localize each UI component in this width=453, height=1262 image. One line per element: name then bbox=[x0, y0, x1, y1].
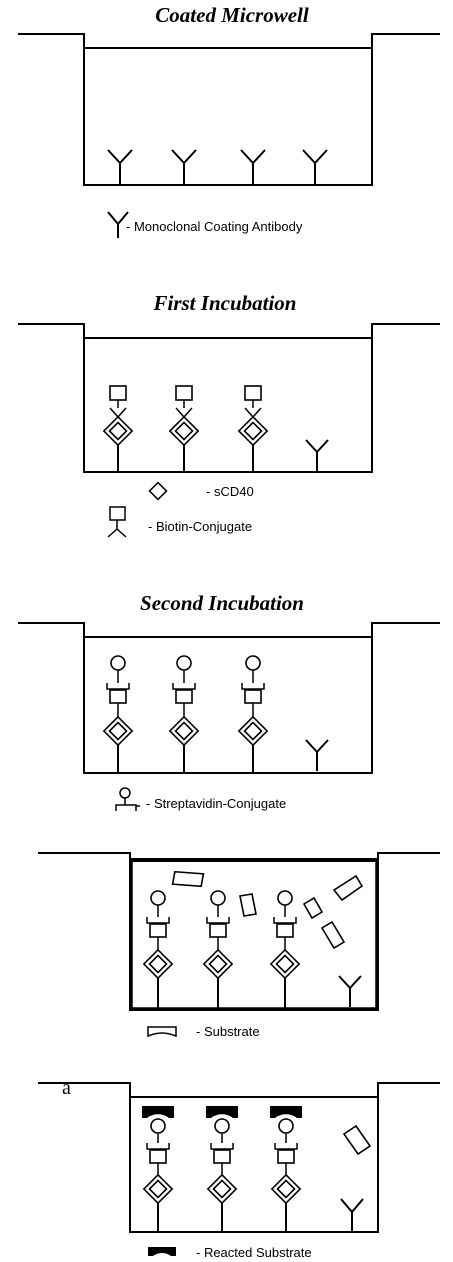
reacted-substrate-icon bbox=[270, 1106, 302, 1118]
biotin-icon bbox=[213, 1149, 231, 1164]
biotin-scd40-complex bbox=[237, 385, 269, 472]
biotin-icon bbox=[277, 1149, 295, 1164]
reacted-complex bbox=[206, 1106, 238, 1231]
streptavidin-complex bbox=[237, 655, 269, 772]
streptavidin-complex bbox=[168, 655, 200, 772]
antibody-icon bbox=[338, 975, 362, 1007]
streptavidin-icon bbox=[119, 787, 131, 799]
substrate-icon bbox=[239, 893, 257, 917]
legend-label: - Biotin-Conjugate bbox=[148, 519, 252, 534]
panel-title: First Incubation bbox=[153, 291, 297, 315]
streptavidin-icon bbox=[150, 1118, 166, 1134]
panel-title: Coated Microwell bbox=[155, 3, 309, 27]
legend-scd40: - sCD40 bbox=[148, 481, 254, 501]
legend-label: - Reacted Substrate bbox=[196, 1245, 312, 1260]
biotin-icon bbox=[209, 923, 227, 938]
reacted-substrate-icon bbox=[148, 1247, 176, 1256]
streptavidin-icon bbox=[210, 890, 226, 906]
streptavidin-icon bbox=[214, 1118, 230, 1134]
biotin-icon bbox=[244, 689, 262, 704]
biotin-icon bbox=[149, 923, 167, 938]
complex-row bbox=[102, 385, 329, 472]
biotin-icon bbox=[149, 1149, 167, 1164]
legend-biotin-conjugate: - Biotin-Conjugate bbox=[107, 506, 252, 538]
reacted-complex bbox=[142, 1106, 174, 1231]
streptavidin-complex bbox=[202, 890, 234, 1008]
biotin-scd40-complex bbox=[168, 385, 200, 472]
streptavidin-complex bbox=[142, 890, 174, 1008]
biotin-scd40-complex bbox=[102, 385, 134, 472]
antibody-icon bbox=[305, 739, 329, 771]
legend-label: - Streptavidin-Conjugate bbox=[146, 796, 286, 811]
biotin-icon bbox=[175, 689, 193, 704]
streptavidin-icon bbox=[277, 890, 293, 906]
biotin-icon bbox=[109, 689, 127, 704]
panel-coated-microwell: Coated Microwell - Monoclonal Coating An… bbox=[18, 3, 440, 238]
reacted-substrate-icon bbox=[142, 1106, 174, 1118]
antibody-icon bbox=[107, 211, 129, 238]
side-label: a bbox=[62, 1077, 71, 1099]
substrate-icon bbox=[332, 874, 364, 902]
biotin-icon bbox=[175, 385, 193, 401]
antibody-icon bbox=[302, 149, 328, 184]
streptavidin-complex bbox=[269, 890, 301, 1008]
antibody-icon bbox=[107, 149, 133, 184]
biotin-icon bbox=[109, 506, 126, 521]
complex-row bbox=[142, 1106, 372, 1231]
complex-row bbox=[102, 655, 329, 772]
biotin-icon bbox=[276, 923, 294, 938]
microwell bbox=[38, 852, 440, 1011]
microwell bbox=[18, 33, 440, 186]
antibody-icon bbox=[340, 1198, 364, 1231]
legend-label: - Monoclonal Coating Antibody bbox=[126, 219, 303, 234]
antibody-icon bbox=[171, 149, 197, 184]
substrate-icon bbox=[302, 896, 324, 920]
antibody-icon bbox=[240, 149, 266, 184]
free-substrate-group bbox=[171, 870, 364, 950]
panel-substrate: - Substrate a bbox=[38, 852, 440, 1099]
streptavidin-icon bbox=[176, 655, 192, 671]
complex-row bbox=[142, 890, 362, 1008]
substrate-icon bbox=[171, 870, 205, 888]
legend-label: - Substrate bbox=[196, 1024, 260, 1039]
biotin-icon bbox=[109, 385, 127, 401]
reacted-complex bbox=[270, 1106, 302, 1231]
panel-second-incubation: Second Incubation bbox=[18, 591, 440, 811]
panel-first-incubation: First Incubation bbox=[18, 291, 440, 538]
panel-reacted-substrate: - Reacted Substrate bbox=[38, 1082, 440, 1260]
panel-title: Second Incubation bbox=[140, 591, 304, 615]
legend-coating-antibody: - Monoclonal Coating Antibody bbox=[107, 211, 303, 238]
streptavidin-complex bbox=[102, 655, 134, 772]
streptavidin-icon bbox=[110, 655, 126, 671]
coating-antibody-group bbox=[107, 149, 328, 184]
legend-substrate: - Substrate bbox=[147, 1024, 260, 1039]
substrate-icon bbox=[147, 1026, 177, 1038]
legend-label: - sCD40 bbox=[206, 484, 254, 499]
substrate-icon bbox=[342, 1124, 372, 1156]
microwell bbox=[18, 323, 440, 473]
scd40-icon bbox=[148, 481, 168, 501]
microwell bbox=[38, 1082, 440, 1233]
streptavidin-icon bbox=[245, 655, 261, 671]
substrate-icon bbox=[320, 920, 346, 950]
biotin-icon bbox=[244, 385, 262, 401]
reacted-substrate-icon bbox=[206, 1106, 238, 1118]
streptavidin-icon bbox=[150, 890, 166, 906]
antibody-icon bbox=[305, 439, 329, 471]
legend-reacted-substrate: - Reacted Substrate bbox=[148, 1245, 312, 1260]
streptavidin-icon bbox=[278, 1118, 294, 1134]
microwell bbox=[18, 622, 440, 774]
legend-streptavidin-conjugate: - Streptavidin-Conjugate bbox=[115, 787, 286, 811]
